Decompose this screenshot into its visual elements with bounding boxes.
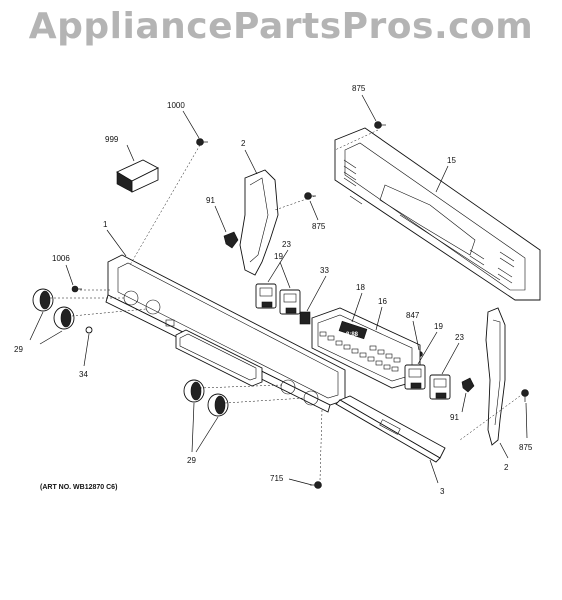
callout-91-left: 91: [206, 196, 215, 205]
switch-19-right: [404, 364, 426, 390]
callout-23-right: 23: [455, 333, 464, 342]
callout-1000: 1000: [167, 101, 185, 110]
assembly-guides: [50, 129, 521, 481]
switch-23-right: [429, 374, 451, 400]
callout-18: 18: [356, 283, 365, 292]
callout-91-right: 91: [450, 413, 459, 422]
part-33: [299, 311, 311, 325]
callout-1006: 1006: [52, 254, 70, 263]
callout-19-left: 19: [274, 252, 283, 261]
callout-875-right: 875: [519, 443, 533, 452]
rear-cover-part-15: [334, 127, 541, 301]
callout-23-left: 23: [282, 240, 291, 249]
callout-2-right: 2: [504, 463, 509, 472]
switch-19-left: [279, 289, 301, 315]
end-cap-left-part-2: [239, 169, 279, 276]
knob-29-a: [32, 288, 54, 312]
callout-34: 34: [79, 370, 88, 379]
plug-34: [85, 326, 93, 334]
callout-3: 3: [440, 487, 445, 496]
knob-29-c: [183, 379, 205, 403]
screw-715: [310, 481, 322, 489]
parts-box-999: [116, 159, 159, 193]
end-cap-right-part-2: [485, 307, 506, 446]
callout-847: 847: [406, 311, 420, 320]
screw-875-top: [374, 121, 386, 129]
knob-29-d: [207, 393, 229, 417]
callout-875-top: 875: [352, 84, 366, 93]
knob-29-b: [53, 306, 75, 330]
callout-labels: 1000 999 875 2 15 91 875 1 1006 23 19 33…: [14, 84, 533, 496]
callout-2-left: 2: [241, 139, 246, 148]
display-readout: 8:88: [346, 332, 359, 338]
callout-875-mid: 875: [312, 222, 326, 231]
control-board-part-16: [311, 307, 421, 389]
switch-23-left: [255, 283, 277, 309]
callout-29-bottom: 29: [187, 456, 196, 465]
callout-16: 16: [378, 297, 387, 306]
art-number: (ART NO. WB12870 C6): [40, 484, 117, 491]
callout-715: 715: [270, 474, 284, 483]
callout-29-left: 29: [14, 345, 23, 354]
screw-1006: [71, 285, 82, 293]
callout-999: 999: [105, 135, 119, 144]
control-panel-part-1: [105, 254, 346, 413]
watermark-text: AppliancePartsPros.com: [28, 6, 534, 47]
clip-91-right: [461, 377, 475, 393]
callout-15: 15: [447, 156, 456, 165]
screw-1000: [196, 138, 208, 146]
callout-1: 1: [103, 220, 108, 229]
screw-875-right: [521, 389, 529, 402]
clip-91-left: [223, 231, 239, 249]
leader-lines: [29, 94, 528, 486]
trim-strip-part-3: [335, 395, 446, 463]
callout-19-right: 19: [434, 322, 443, 331]
callout-33: 33: [320, 266, 329, 275]
